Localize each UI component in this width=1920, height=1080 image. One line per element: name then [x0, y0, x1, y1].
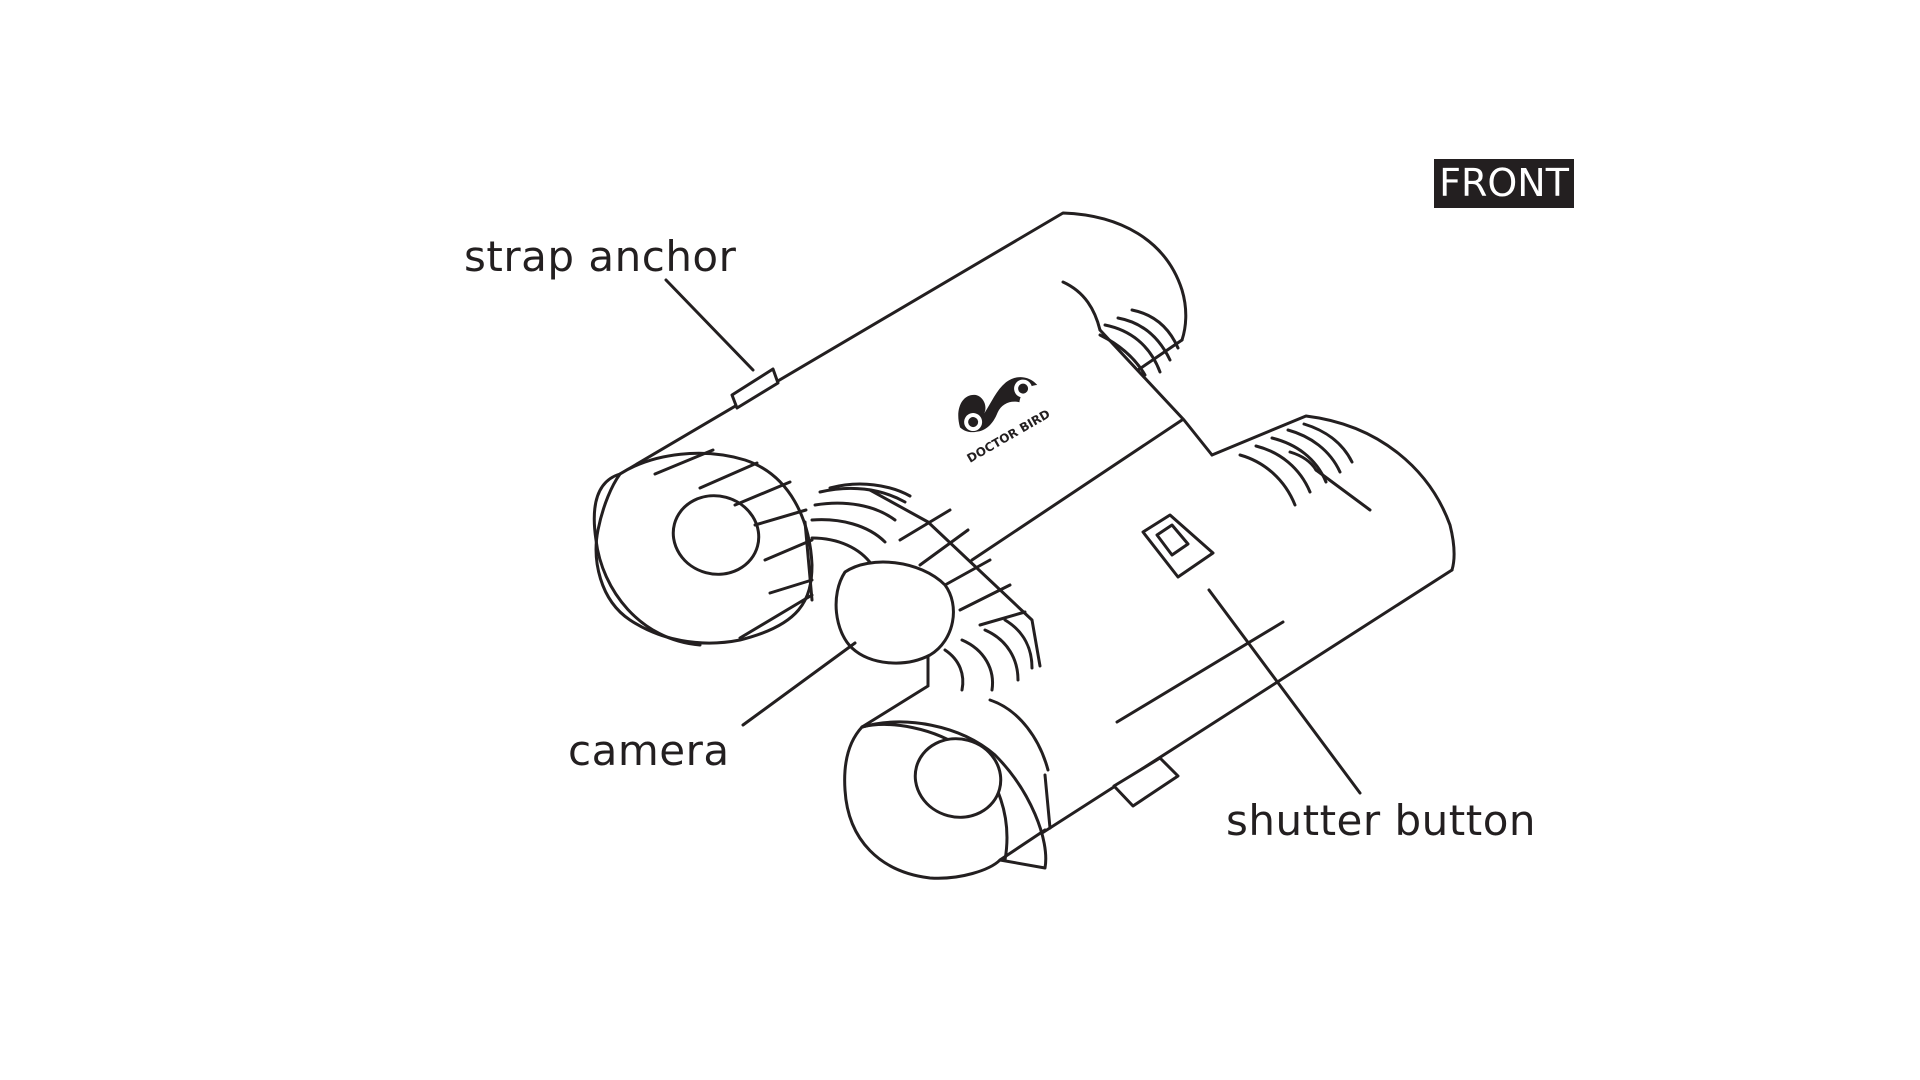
doctor-bird-logo-icon — [958, 377, 1038, 433]
camera-label: camera — [568, 726, 730, 775]
shutter-button-label: shutter button — [1226, 796, 1537, 845]
strap-anchor-label: strap anchor — [464, 232, 737, 281]
left-barrel — [618, 211, 1214, 476]
shutter-button-leader — [1207, 588, 1362, 795]
front-badge: FRONT — [1434, 159, 1574, 208]
shutter-button — [1141, 513, 1215, 579]
right-barrel — [970, 414, 1456, 862]
camera-lens — [834, 560, 955, 665]
left-eyepiece — [592, 448, 814, 647]
center-hinge — [810, 482, 1042, 692]
strap-anchor-tab — [730, 367, 780, 410]
strap-anchor-leader — [664, 278, 755, 372]
right-eyepiece — [843, 684, 1052, 880]
camera-leader — [741, 641, 857, 727]
bottom-anchor-tab — [1112, 756, 1180, 808]
